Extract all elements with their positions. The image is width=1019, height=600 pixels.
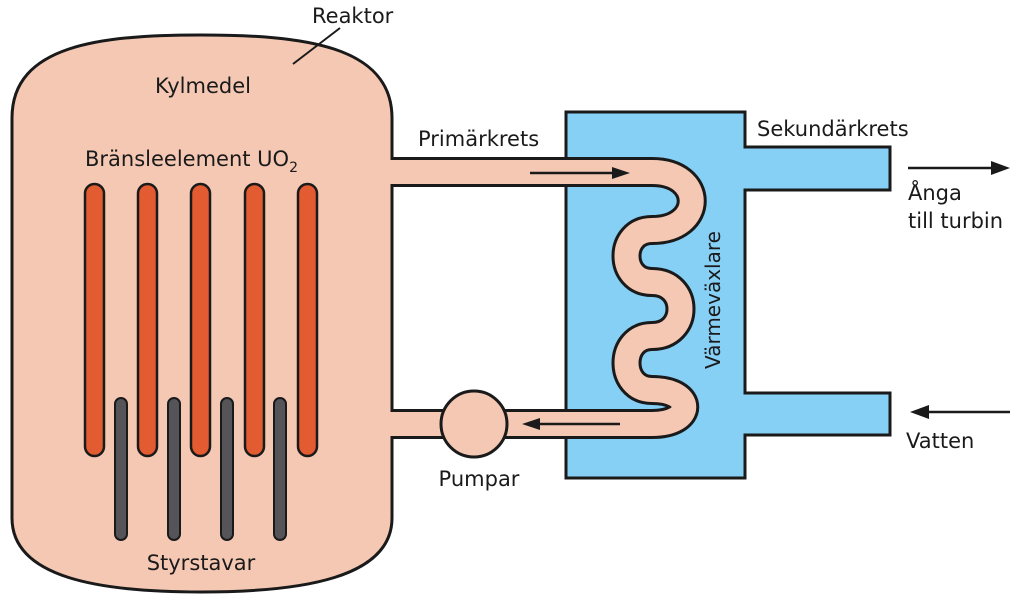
steam-out-arrow: [908, 161, 1010, 175]
fuel-elements-label: Bränsleelement UO2: [85, 147, 298, 176]
fuel-rod: [296, 182, 319, 458]
coolant-label: Kylmedel: [155, 74, 251, 98]
control-rods: [114, 397, 287, 541]
pump: [439, 389, 509, 459]
control-rod: [273, 397, 287, 541]
fuel-rod: [83, 182, 106, 458]
heat-exchanger-label: Värmeväxlare: [701, 231, 725, 369]
fuel-rods: [83, 182, 319, 458]
control-rod: [167, 397, 181, 541]
steam-label: Ånga till turbin: [908, 179, 1003, 233]
secondary-circuit-label: Sekundärkrets: [757, 117, 909, 141]
fuel-rod: [243, 182, 266, 458]
control-rods-label: Styrstavar: [147, 551, 256, 575]
water-in-arrow: [910, 405, 1010, 419]
control-rod: [114, 397, 128, 541]
fuel-rod: [189, 182, 212, 458]
water-label: Vatten: [906, 429, 974, 453]
reactor-leader-line: [292, 27, 341, 65]
pumps-label: Pumpar: [439, 467, 520, 491]
flow-arrow-right: [530, 167, 630, 179]
flow-arrow-left: [522, 418, 620, 430]
primary-circuit-pipe: [360, 157, 707, 439]
control-rod: [220, 397, 234, 541]
primary-circuit-label: Primärkrets: [418, 127, 539, 151]
reactor-label: Reaktor: [312, 4, 394, 28]
fuel-rod: [136, 182, 159, 458]
